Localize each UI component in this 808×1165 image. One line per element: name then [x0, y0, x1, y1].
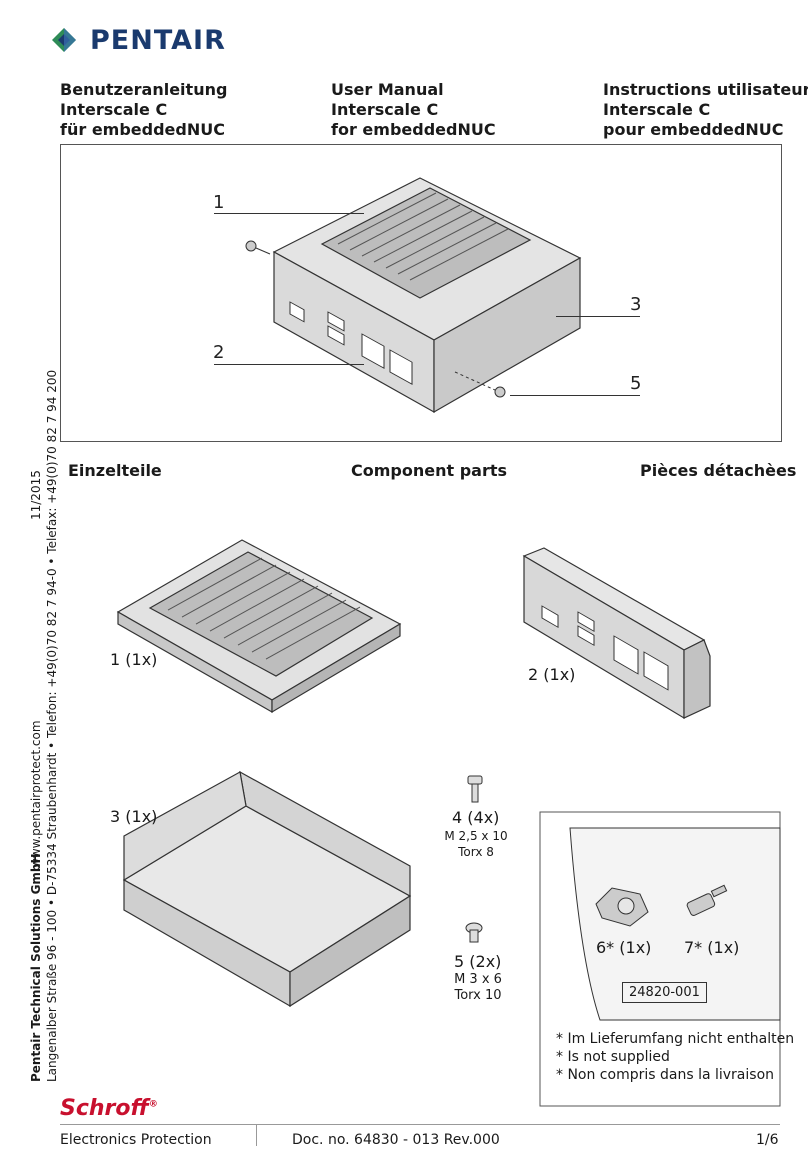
part-5-label: 5 (2x)	[454, 952, 502, 971]
pentair-diamond-icon	[52, 28, 76, 52]
callout-5: 5	[630, 373, 642, 394]
part-6-label: 6* (1x)	[596, 938, 652, 957]
part-4-label: 4 (4x)	[452, 808, 500, 827]
callout-2: 2	[213, 342, 225, 363]
brand-name: PENTAIR	[90, 24, 226, 56]
pentair-logo: PENTAIR	[44, 20, 226, 60]
schroff-logo: Schroff®	[60, 1096, 158, 1121]
callout-1: 1	[213, 192, 225, 213]
footer-division: Electronics Protection	[60, 1132, 212, 1148]
callout-3: 3	[630, 294, 642, 315]
kit-number: 24820-001	[622, 982, 707, 1003]
part-7-label: 7* (1x)	[684, 938, 740, 957]
footer-separator	[256, 1124, 257, 1146]
part-2-label: 2 (1x)	[528, 665, 576, 684]
part-3-label: 3 (1x)	[110, 807, 158, 826]
part-1-label: 1 (1x)	[110, 650, 158, 669]
footer-doc-number: Doc. no. 64830 - 013 Rev.000	[292, 1132, 500, 1148]
footer-page-number: 1/6	[756, 1132, 779, 1148]
footer-divider	[60, 1124, 780, 1125]
heading-en: Component parts	[351, 461, 508, 480]
footnotes: * Im Lieferumfang nicht enthalten * Is n…	[556, 1031, 795, 1083]
heading-de: Einzelteile	[68, 461, 162, 480]
overview-frame	[60, 144, 782, 442]
heading-fr: Pièces détachèes	[640, 461, 797, 480]
